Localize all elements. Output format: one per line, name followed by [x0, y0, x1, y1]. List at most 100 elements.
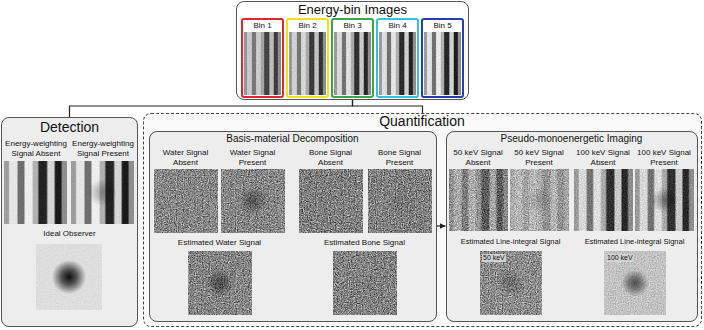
noise-texture [333, 251, 397, 315]
bin-box: Bin 5 [421, 18, 464, 98]
bar-phantom-image [334, 32, 371, 95]
image-caption: Estimated Water Signal [155, 238, 285, 247]
image-caption: Water Signal Absent [152, 148, 220, 166]
text-slot: Quantification [143, 114, 702, 130]
text-slot: Energy-weighting Signal Present [69, 138, 137, 159]
text-slot: Bin 4 [377, 20, 418, 31]
bin-box: Bin 2 [286, 18, 329, 98]
bar-phantom-image [574, 169, 633, 231]
text-slot: 100 keV Signal Absent [572, 148, 635, 168]
noise-image [221, 169, 285, 233]
image-caption: Water Signal Present [219, 148, 287, 166]
image-tile [244, 32, 281, 95]
noise-texture [480, 251, 542, 315]
image-caption: Bone Signal Absent [297, 148, 365, 166]
noise-image [368, 169, 432, 233]
signal-blob [497, 269, 524, 296]
box-title: Energy-bin Images [236, 3, 469, 18]
bin-box-fill [286, 18, 329, 98]
box-title: Basis-material Decomposition [149, 133, 437, 145]
noise-texture [604, 251, 666, 315]
noise-texture [635, 169, 694, 231]
box-title: Bin 5 [422, 21, 463, 30]
panel-box-fill [236, 1, 469, 100]
text-slot: Pseudo-monoenergetic Imaging [446, 132, 698, 146]
image-tile [4, 161, 67, 224]
image-tile [510, 169, 569, 231]
bin-box: Bin 3 [331, 18, 374, 98]
noise-texture [154, 169, 218, 233]
image-tile [635, 169, 694, 231]
bar-phantom-image [379, 32, 416, 95]
noise-texture [424, 32, 461, 95]
method-box-fill [446, 131, 698, 322]
text-slot: 50 keV Signal Present [508, 148, 571, 168]
bar-phantom-image [424, 32, 461, 95]
text-slot: 50 keV [482, 253, 508, 263]
text-slot: Bin 2 [287, 20, 328, 31]
connector [437, 225, 446, 226]
bin-box: Bin 1 [241, 18, 284, 98]
image-caption: 50 keV Signal Absent [447, 148, 510, 166]
signal-blob [351, 269, 379, 297]
signal-blob [206, 269, 234, 297]
text-slot: Estimated Line-integral Signal [573, 237, 697, 249]
image-caption: Estimated Bone Signal [300, 238, 430, 247]
bar-phantom-image [635, 169, 694, 231]
noise-texture [289, 32, 326, 95]
text-slot: Bone Signal Absent [297, 148, 365, 168]
text-slot: Estimated Line-integral Signal [449, 237, 573, 249]
box-title: Bin 2 [287, 21, 328, 30]
text-slot: 50 keV Signal Absent [447, 148, 510, 168]
image-caption: Estimated Line-integral Signal [573, 238, 697, 247]
text-slot: Water Signal Present [219, 148, 287, 168]
image-caption: 100 keV Signal Present [633, 148, 696, 166]
noise-image [299, 169, 363, 233]
noise-texture [221, 169, 285, 233]
bin-box-fill [376, 18, 419, 98]
image-tile [379, 32, 416, 95]
noise-image [480, 251, 542, 315]
noise-texture [244, 32, 281, 95]
image-caption: 100 keV Signal Absent [572, 148, 635, 166]
image-tile [188, 251, 252, 315]
signal-blob [52, 260, 86, 294]
text-slot: Bone Signal Present [366, 148, 434, 168]
image-caption: Estimated Line-integral Signal [449, 238, 573, 247]
connector [353, 100, 423, 113]
image-tile [154, 169, 218, 233]
image-caption: Ideal Observer [1, 229, 138, 238]
text-slot: Estimated Water Signal [155, 237, 285, 249]
image-tile [334, 32, 371, 95]
image-caption: Energy-weighting Signal Present [69, 139, 137, 157]
image-tile [480, 251, 542, 315]
image-tile [289, 32, 326, 95]
box-title: Bin 3 [332, 21, 373, 30]
signal-blob [386, 187, 414, 215]
noise-texture [36, 244, 102, 310]
noise-image [333, 251, 397, 315]
text-slot: Energy-weighting Signal Absent [2, 138, 70, 159]
method-box: Pseudo-monoenergetic Imaging 50 keV Signa… [446, 131, 698, 322]
box-title: Quantification [143, 113, 702, 129]
signal-blob [239, 187, 267, 215]
image-tile [221, 169, 285, 233]
group-box: QuantificationBasis-material Decompositi… [143, 113, 702, 327]
noise-texture [71, 161, 134, 224]
noise-texture [299, 169, 363, 233]
section-box-fill [1, 117, 138, 327]
text-slot: 100 keV Signal Present [633, 148, 696, 168]
text-slot: Ideal Observer [1, 227, 138, 240]
image-tile [368, 169, 432, 233]
signal-blob [652, 187, 678, 213]
energy-inset-label: 100 keV [606, 254, 634, 262]
image-caption: Bone Signal Present [366, 148, 434, 166]
bar-phantom-image [244, 32, 281, 95]
signal-blob [527, 187, 553, 213]
image-tile [604, 251, 666, 315]
image-tile [36, 244, 102, 310]
noise-texture [188, 251, 252, 315]
